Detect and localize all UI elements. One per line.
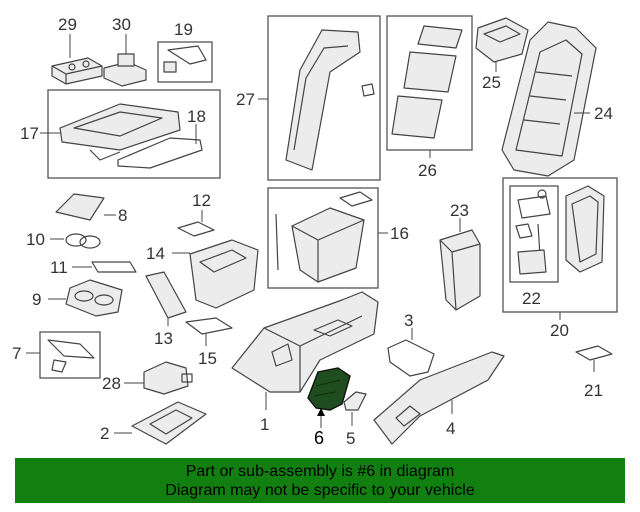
part-19[interactable] [163,45,207,73]
callout-14: 14 [146,244,165,263]
callout-17: 17 [20,124,39,143]
callout-1: 1 [260,415,269,434]
callout-26: 26 [418,161,437,180]
frame-7 [39,331,101,379]
frame-22 [509,185,559,283]
callout-19: 19 [174,20,193,39]
callout-9: 9 [32,290,41,309]
arrow-to-part-6 [317,408,325,428]
callout-4: 4 [446,419,455,438]
callout-24: 24 [594,104,613,123]
part-3[interactable] [387,328,435,377]
part-15[interactable] [185,317,233,346]
part-28[interactable] [124,361,193,395]
frame-16 [267,187,379,289]
info-banner: Part or sub-assembly is #6 in diagram Di… [15,458,625,503]
info-banner-line-2: Diagram may not be specific to your vehi… [165,481,475,499]
part-17[interactable] [40,103,181,161]
part-26[interactable] [391,25,463,158]
part-23[interactable] [439,218,481,311]
callout-2: 2 [100,424,109,443]
part-12[interactable] [177,210,215,237]
frame-27 [267,15,381,181]
callout-5: 5 [346,429,355,448]
part-1[interactable] [231,291,379,410]
part-13[interactable] [145,271,187,326]
part-24[interactable] [501,21,597,177]
callout-12: 12 [192,191,211,210]
callout-13: 13 [154,329,173,348]
callout-6: 6 [314,428,324,448]
callout-25: 25 [482,73,501,92]
callout-22: 22 [522,289,541,308]
callout-10: 10 [26,230,45,249]
callout-30: 30 [112,15,131,34]
part-2[interactable] [114,401,207,445]
part-25[interactable] [475,17,529,72]
callout-27: 27 [236,90,255,109]
part-4[interactable] [373,351,505,445]
part-18[interactable] [117,124,203,169]
callout-23: 23 [450,201,469,220]
part-10[interactable] [50,233,101,249]
callout-11: 11 [50,258,68,277]
callout-18: 18 [187,107,206,126]
part-21[interactable] [575,345,613,372]
frame-19 [157,41,213,83]
callout-3: 3 [404,311,413,330]
part-16[interactable] [275,191,388,283]
frame-17 [47,89,221,179]
callout-29: 29 [58,15,77,34]
part-29[interactable] [51,34,103,85]
part-22[interactable] [515,189,551,275]
callout-20: 20 [550,321,569,340]
part-9[interactable] [48,279,123,317]
parts-diagram: 29 30 19 17 18 8 10 11 [12,15,618,448]
callout-21: 21 [584,381,603,400]
part-27[interactable] [258,29,375,171]
callout-7: 7 [12,344,21,363]
part-6-highlighted[interactable] [307,367,351,411]
callout-8: 8 [118,206,127,225]
part-20[interactable] [559,185,605,320]
callout-28: 28 [102,374,121,393]
part-11[interactable] [72,261,137,273]
part-30[interactable] [103,34,147,87]
part-14[interactable] [172,239,259,309]
part-8[interactable] [55,193,116,221]
part-5[interactable] [343,391,367,426]
callout-15: 15 [198,349,217,368]
info-banner-line-1: Part or sub-assembly is #6 in diagram [185,462,455,480]
callout-16: 16 [390,224,409,243]
part-7[interactable] [26,339,95,373]
